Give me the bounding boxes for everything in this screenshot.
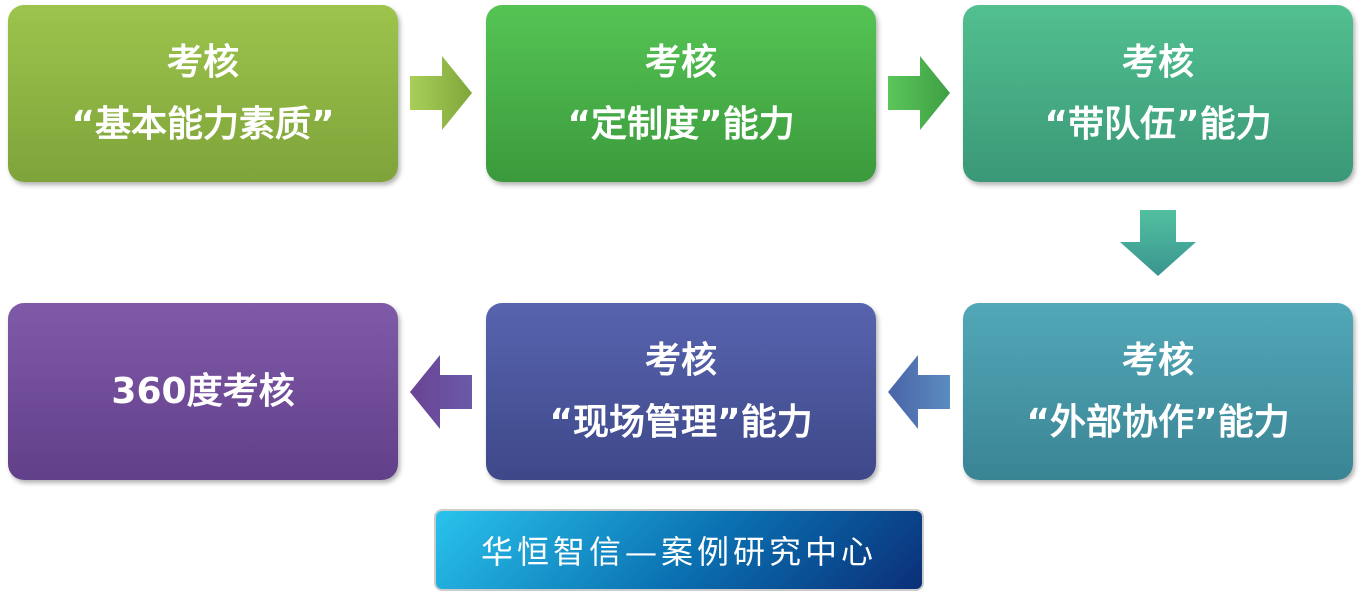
step-label: 360度考核 [111,370,295,412]
step-360: 360度考核 [8,303,398,480]
step-team: 考核 “带队伍”能力 [963,5,1353,182]
arrow-down-icon [1120,210,1196,276]
footer-label: 华恒智信—案例研究中心 [480,533,877,571]
step-label: “带队伍”能力 [1044,103,1272,145]
step-label: 考核 [644,41,717,83]
arrow-right-icon [410,56,472,130]
arrow-left-icon [888,355,950,429]
step-label: 考核 [1121,41,1194,83]
step-label: 考核 [1121,339,1194,381]
step-label: “定制度”能力 [567,103,795,145]
arrow-left-icon [410,355,472,429]
step-basic-quality: 考核 “基本能力素质” [8,5,398,182]
step-label: “外部协作”能力 [1026,401,1290,443]
step-site-management: 考核 “现场管理”能力 [486,303,876,480]
step-collaboration: 考核 “外部协作”能力 [963,303,1353,480]
step-rules: 考核 “定制度”能力 [486,5,876,182]
step-label: 考核 [644,339,717,381]
footer-logo-banner: 华恒智信—案例研究中心 [436,511,922,589]
step-label: 考核 [166,41,239,83]
step-label: “基本能力素质” [71,103,335,145]
step-label: “现场管理”能力 [549,401,813,443]
arrow-right-icon [888,56,950,130]
